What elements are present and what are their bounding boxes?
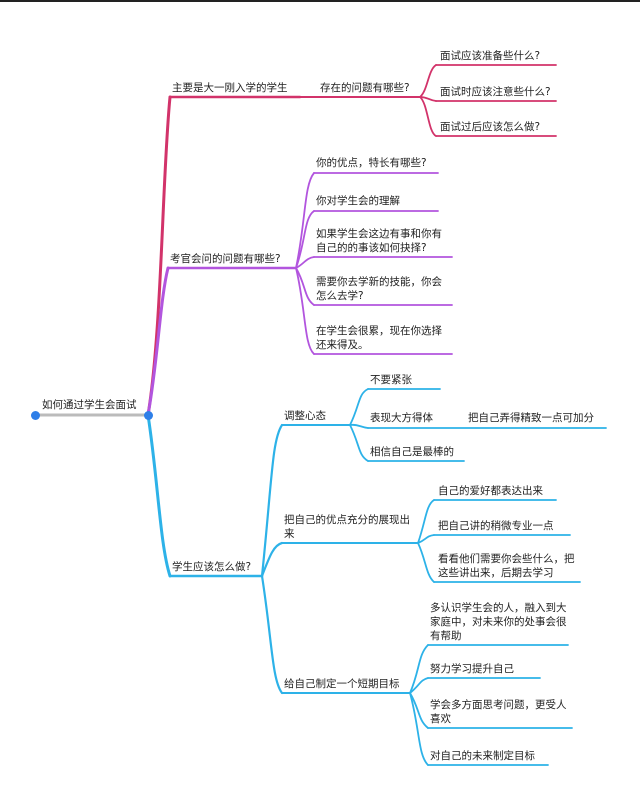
branch3-lines xyxy=(146,388,607,766)
branch1-leaf-3[interactable]: 面试过后应该怎么做? xyxy=(440,121,541,133)
branch2-connector xyxy=(146,266,170,417)
branch1-leaf-connector-2 xyxy=(419,96,437,102)
sub3-leaf-4[interactable]: 对自己的未来制定目标 xyxy=(430,750,535,762)
sub1-leaf-extra[interactable]: 把自己弄得精致一点可加分 xyxy=(468,412,594,424)
branch2-leaf-4[interactable]: 需要你去学新的技能，你会怎么去学? xyxy=(316,276,442,302)
branch2-leaf-connector-1 xyxy=(295,172,315,269)
branch1-leaf-2[interactable]: 面试时应该注意些什么? xyxy=(440,86,551,98)
sub3-leaf-connector-2 xyxy=(409,677,429,694)
branch3-sub2-node[interactable]: 把自己的优点充分的展现出来 xyxy=(284,514,410,540)
sub2-leaf-3[interactable]: 看看他们需要你会些什么，把这些讲出来，后期去学习 xyxy=(438,553,575,579)
branch1-connector xyxy=(146,95,172,417)
sub2-leaf-connector-3 xyxy=(417,542,435,583)
branch3-sub3-connector xyxy=(260,574,284,695)
sub2-leaf-connector-1 xyxy=(417,499,435,544)
branch1-lines xyxy=(146,64,557,417)
branch3-sub3-node[interactable]: 给自己制定一个短期目标 xyxy=(284,678,400,690)
sub3-leaf-1[interactable]: 多认识学生会的人，融入到大家庭中，对未来你的处事会很有帮助 xyxy=(430,602,567,642)
branch3-node[interactable]: 学生应该怎么做? xyxy=(172,561,252,573)
branch2-leaf-1[interactable]: 你的优点，特长有哪些? xyxy=(316,157,427,169)
sub1-leaf-connector-3 xyxy=(349,424,369,462)
branch1-sub-node[interactable]: 存在的问题有哪些? xyxy=(320,82,410,94)
branch3-sub1-connector xyxy=(260,423,284,578)
sub1-leaf-connector-2 xyxy=(349,423,369,429)
branch3-sub2-connector xyxy=(260,541,284,578)
sub1-leaf-3[interactable]: 相信自己是最棒的 xyxy=(370,446,454,458)
branch2-leaf-3[interactable]: 如果学生会这边有事和你有自己的的事该如何抉择? xyxy=(316,228,442,254)
branch1-leaf-1[interactable]: 面试应该准备些什么? xyxy=(440,50,541,62)
sub1-leaf-connector-1 xyxy=(349,388,369,426)
branch2-leaf-2[interactable]: 你对学生会的理解 xyxy=(316,195,400,207)
branch1-leaf-connector-1 xyxy=(419,64,437,98)
sub3-leaf-2[interactable]: 努力学习提升自己 xyxy=(430,663,514,675)
top-border xyxy=(0,0,640,2)
branch2-node[interactable]: 考官会问的问题有哪些? xyxy=(170,253,281,265)
branch1-leaf-connector-3 xyxy=(419,96,437,137)
sub2-leaf-1[interactable]: 自己的爱好都表达出来 xyxy=(438,485,543,497)
sub2-leaf-connector-2 xyxy=(417,534,435,544)
branch2-leaf-connector-4 xyxy=(295,267,315,306)
sub1-leaf-1[interactable]: 不要紧张 xyxy=(370,374,412,386)
sub3-leaf-3[interactable]: 学会多方面思考问题，更受人喜欢 xyxy=(430,699,567,725)
sub3-leaf-connector-4 xyxy=(409,692,429,766)
branch1-node[interactable]: 主要是大一刚入学的学生 xyxy=(172,82,288,94)
branch3-sub1-node[interactable]: 调整心态 xyxy=(284,410,326,422)
branch2-leaf-5[interactable]: 在学生会很累，现在你选择还来得及。 xyxy=(316,325,442,351)
branch2-lines xyxy=(146,172,453,417)
root-end-dot[interactable] xyxy=(144,411,153,420)
branch2-leaf-connector-2 xyxy=(295,210,315,269)
root-node[interactable]: 如何通过学生会面试 xyxy=(42,399,137,411)
sub2-leaf-2[interactable]: 把自己讲的稍微专业一点 xyxy=(438,520,554,532)
sub3-leaf-connector-3 xyxy=(409,692,429,729)
sub1-leaf-2[interactable]: 表现大方得体 xyxy=(370,412,433,424)
branch2-leaf-connector-3 xyxy=(295,256,315,269)
branch2-leaf-connector-5 xyxy=(295,267,315,355)
sub3-leaf-connector-1 xyxy=(409,644,429,694)
branch3-connector xyxy=(146,413,172,578)
root-start-dot[interactable] xyxy=(31,411,40,420)
